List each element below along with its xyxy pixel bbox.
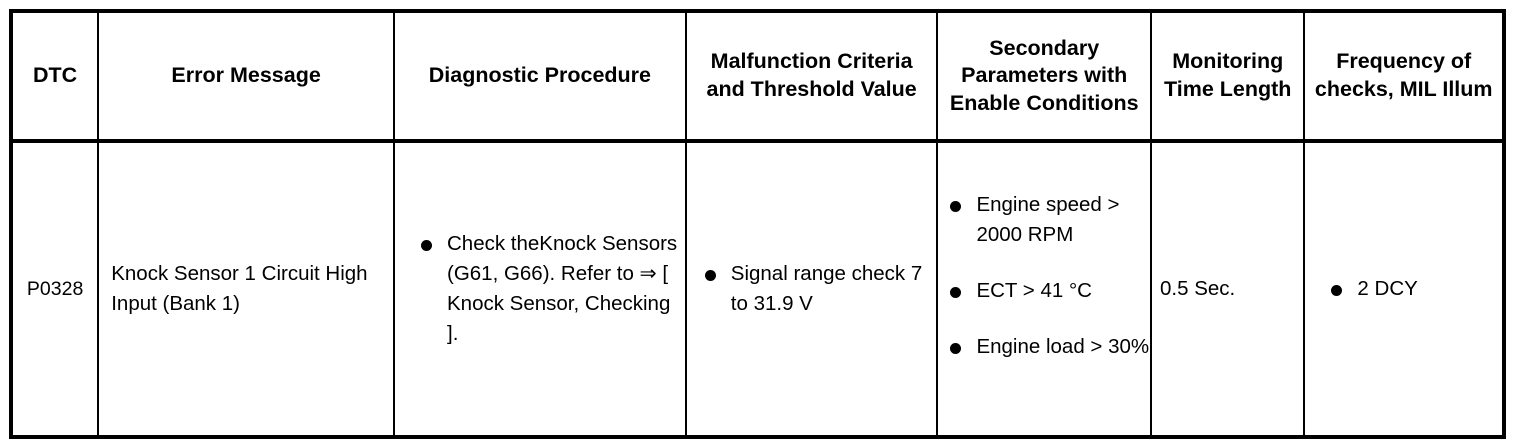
table-body: P0328 Knock Sensor 1 Circuit High Input … xyxy=(11,141,1504,437)
column-header-malfunction-criteria: Malfunction Criteria and Threshold Value xyxy=(684,11,939,143)
list-item: ECT > 41 °C xyxy=(946,276,1150,306)
bullet-icon xyxy=(1331,284,1343,296)
diagnostic-procedure-list: Check theKnock Sensors (G61, G66). Refer… xyxy=(395,229,685,349)
table-row: P0328 Knock Sensor 1 Circuit High Input … xyxy=(11,141,1504,437)
column-header-dtc: DTC xyxy=(11,11,100,143)
cell-dtc-code: P0328 xyxy=(11,141,100,437)
column-header-frequency-of-checks: Frequency of checks, MIL Illum xyxy=(1303,11,1504,143)
column-header-diagnostic-procedure: Diagnostic Procedure xyxy=(393,11,687,143)
cell-frequency-of-checks: 2 DCY xyxy=(1303,141,1504,437)
bullet-icon xyxy=(421,239,432,251)
list-item-text: 2 DCY xyxy=(1357,277,1418,301)
list-item-text: Check theKnock Sensors (G61, G66). Refer… xyxy=(447,232,678,345)
dtc-diagnostic-table: DTC Error Message Diagnostic Procedure M… xyxy=(9,9,1506,439)
secondary-parameters-list: Engine speed > 2000 RPM ECT > 41 °C Engi… xyxy=(938,190,1150,362)
cell-malfunction-criteria: Signal range check 7 to 31.9 V xyxy=(684,141,939,437)
bullet-icon xyxy=(704,269,716,281)
list-item-text: ECT > 41 °C xyxy=(976,279,1092,302)
column-header-secondary-parameters: Secondary Parameters with Enable Conditi… xyxy=(936,11,1153,143)
list-item: Engine load > 30% xyxy=(946,332,1150,362)
table-header: DTC Error Message Diagnostic Procedure M… xyxy=(11,11,1504,143)
cell-diagnostic-procedure: Check theKnock Sensors (G61, G66). Refer… xyxy=(393,141,687,437)
list-item-text: Engine load > 30% xyxy=(976,334,1150,358)
malfunction-criteria-list: Signal range check 7 to 31.9 V xyxy=(687,259,937,319)
list-item: 2 DCY xyxy=(1327,274,1502,304)
bullet-icon xyxy=(950,200,962,212)
bullet-icon xyxy=(950,286,962,298)
bullet-icon xyxy=(950,342,962,354)
list-item-text: Signal range check 7 to 31.9 V xyxy=(730,262,923,315)
frequency-of-checks-list: 2 DCY xyxy=(1305,274,1502,304)
list-item: Check theKnock Sensors (G61, G66). Refer… xyxy=(417,229,685,349)
list-item: Engine speed > 2000 RPM xyxy=(946,190,1150,250)
cell-error-message: Knock Sensor 1 Circuit High Input (Bank … xyxy=(97,141,395,437)
header-row: DTC Error Message Diagnostic Procedure M… xyxy=(11,11,1504,143)
cell-monitoring-time-length: 0.5 Sec. xyxy=(1150,141,1306,437)
list-item-text: Engine speed > 2000 RPM xyxy=(976,193,1120,247)
list-item: Signal range check 7 to 31.9 V xyxy=(701,259,937,319)
column-header-error-message: Error Message xyxy=(97,11,395,143)
column-header-monitoring-time-length: Monitoring Time Length xyxy=(1150,11,1306,143)
cell-secondary-parameters: Engine speed > 2000 RPM ECT > 41 °C Engi… xyxy=(936,141,1153,437)
